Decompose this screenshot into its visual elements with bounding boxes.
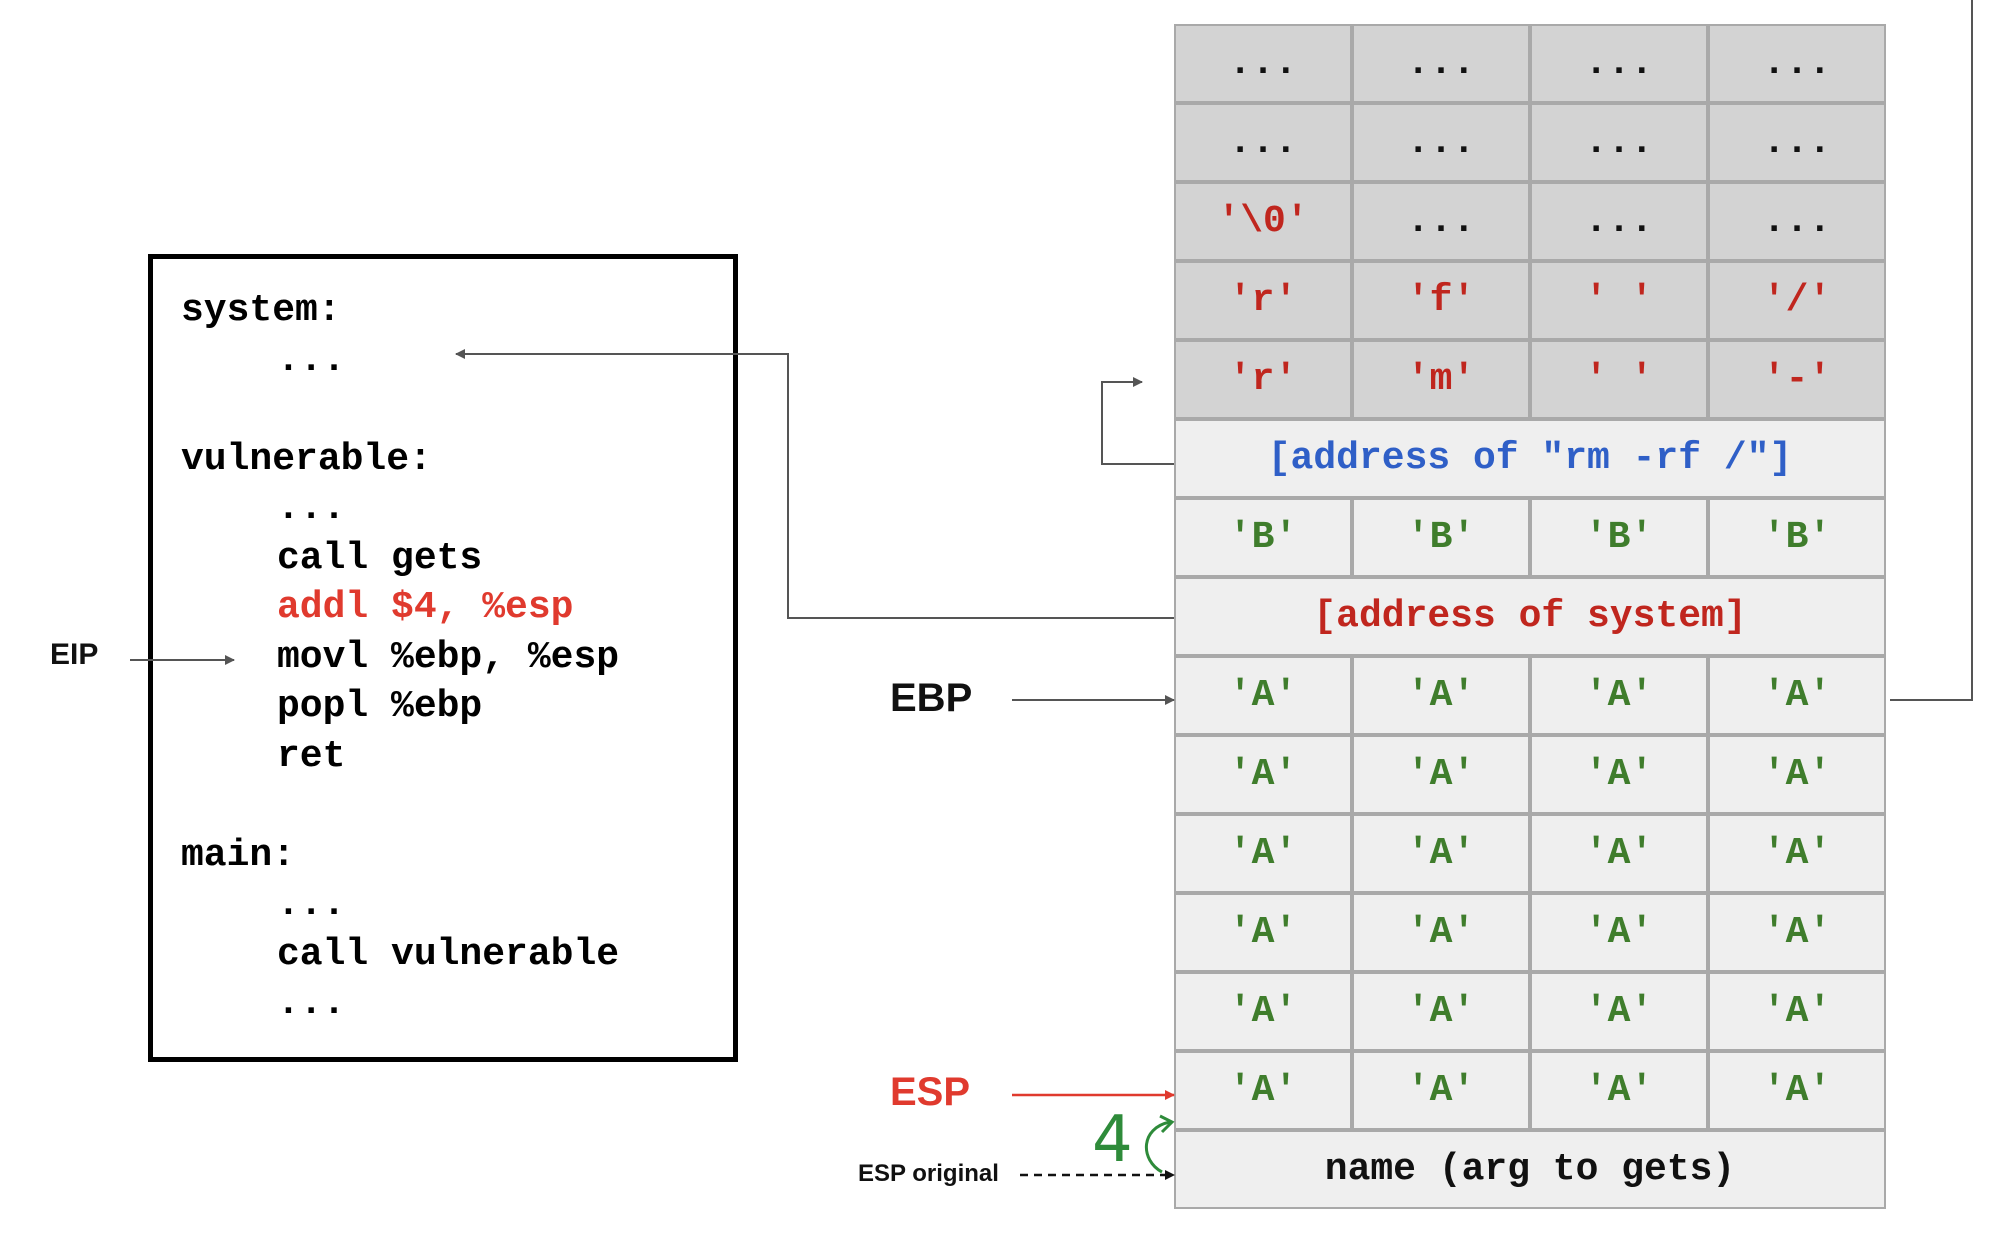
stack-cell: 'm'	[1352, 340, 1530, 419]
stack-cell: ...	[1708, 103, 1886, 182]
code-line: vulnerable:	[181, 437, 432, 481]
stack-cell: '\0'	[1174, 182, 1352, 261]
stack-cell: 'A'	[1530, 893, 1708, 972]
stack-cell: 'A'	[1174, 814, 1352, 893]
esp-label: ESP	[890, 1070, 971, 1114]
stack-cell: 'A'	[1708, 735, 1886, 814]
stack-cell: ...	[1530, 24, 1708, 103]
stack-cell: ...	[1352, 103, 1530, 182]
stack-cell: 'f'	[1352, 261, 1530, 340]
stack-cell: 'A'	[1174, 735, 1352, 814]
code-line: call gets	[277, 536, 483, 580]
code-line: popl %ebp	[277, 685, 483, 728]
stack-cell: 'A'	[1352, 972, 1530, 1051]
stack-cell: 'A'	[1530, 972, 1708, 1051]
stack-cell: 'B'	[1530, 498, 1708, 577]
stack-cell-wide: [address of "rm -rf /"]	[1174, 419, 1886, 498]
stack-cell: ...	[1530, 103, 1708, 182]
code-line: ...	[277, 982, 346, 1025]
stack-cell: ...	[1530, 182, 1708, 261]
stack-cell: ...	[1708, 182, 1886, 261]
handwritten-offset: 4	[1092, 1103, 1133, 1177]
stack-cell: 'B'	[1174, 498, 1352, 577]
stack-cell: 'A'	[1530, 735, 1708, 814]
stack-cell-wide: [address of system]	[1174, 577, 1886, 656]
code-line: addl $4, %esp	[277, 586, 574, 629]
stack-cell: 'A'	[1708, 814, 1886, 893]
code-line: ...	[277, 487, 346, 530]
stack-cell: 'A'	[1352, 735, 1530, 814]
code-line: main:	[181, 833, 296, 877]
stack-cell: 'A'	[1174, 656, 1352, 735]
stack-cell: '/'	[1708, 261, 1886, 340]
stack-cell-wide: name (arg to gets)	[1174, 1130, 1886, 1209]
esp-original-label: ESP original	[858, 1160, 999, 1187]
code-line: ret	[277, 734, 346, 778]
stack-cell: ...	[1708, 24, 1886, 103]
handwritten-curve-arrow	[1145, 1120, 1171, 1174]
stack-cell: 'A'	[1174, 972, 1352, 1051]
stack-cell: ...	[1352, 24, 1530, 103]
stack-cell: '-'	[1708, 340, 1886, 419]
code-line: ...	[277, 338, 346, 382]
stack-cell: 'A'	[1352, 656, 1530, 735]
stack-cell: 'A'	[1708, 972, 1886, 1051]
code-line: ...	[277, 883, 346, 926]
stack-cell: ' '	[1530, 261, 1708, 340]
system-address-arrow	[455, 349, 1174, 619]
stack-cell: 'A'	[1174, 893, 1352, 972]
stack-cell: ' '	[1530, 340, 1708, 419]
stack-cell: 'A'	[1708, 656, 1886, 735]
stack-cell: 'A'	[1530, 1051, 1708, 1130]
ebp-label: EBP	[890, 676, 973, 720]
stack-cell: 'A'	[1352, 814, 1530, 893]
code-line: movl %ebp, %esp	[277, 635, 620, 679]
stack-cell: 'A'	[1708, 1051, 1886, 1130]
stack-cell: 'B'	[1708, 498, 1886, 577]
stack-cell: 'B'	[1352, 498, 1530, 577]
stack-cell: 'A'	[1708, 893, 1886, 972]
code-line: call vulnerable	[277, 932, 620, 976]
code-line: system:	[181, 289, 341, 332]
stack-cell: ...	[1174, 24, 1352, 103]
stack-cell: 'A'	[1174, 1051, 1352, 1130]
handwritten-curve-arrowhead	[1159, 1114, 1175, 1134]
stack-cell: 'A'	[1352, 893, 1530, 972]
stack-cell: 'A'	[1530, 814, 1708, 893]
stack-cell: 'A'	[1352, 1051, 1530, 1130]
stack-cell: 'A'	[1530, 656, 1708, 735]
stack-cell: ...	[1174, 103, 1352, 182]
eip-label: EIP	[50, 638, 99, 671]
stack-cell: 'r'	[1174, 261, 1352, 340]
code-panel: system:... vulnerable:... call gets addl $4…	[148, 254, 738, 1062]
stack-cell: ...	[1352, 182, 1530, 261]
string-address-arrow	[1101, 377, 1174, 465]
saved-ebp-connector	[1890, 0, 1973, 701]
stack-cell: 'r'	[1174, 340, 1352, 419]
